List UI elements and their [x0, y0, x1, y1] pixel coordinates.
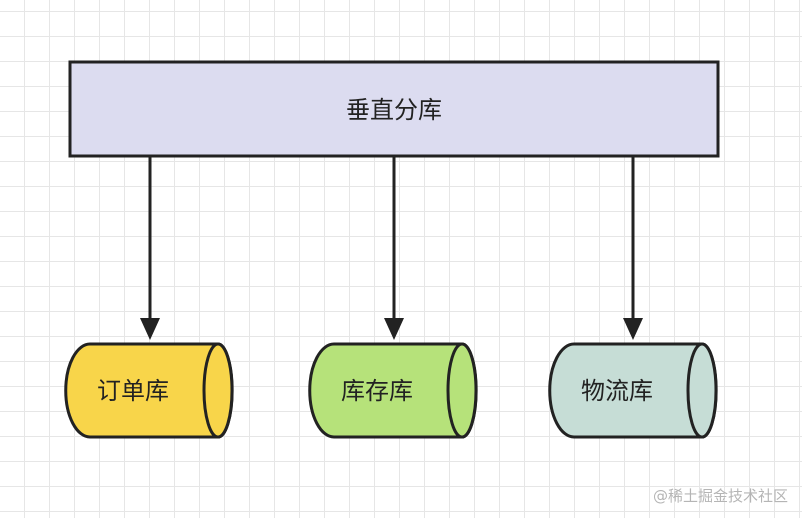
vertical-sharding-label: 垂直分库	[346, 96, 442, 124]
logistics-db-label: 物流库	[581, 377, 653, 405]
stock-db: 库存库	[308, 342, 478, 439]
watermark: @稀土掘金技术社区	[652, 487, 788, 505]
order-db-label: 订单库	[97, 377, 169, 405]
arrow-to-logistics-db	[623, 156, 643, 340]
logistics-db: 物流库	[548, 342, 718, 439]
vertical-sharding-box: 垂直分库	[68, 60, 720, 158]
arrow-to-stock-db	[384, 156, 404, 340]
order-db: 订单库	[64, 342, 234, 439]
arrow-to-order-db	[140, 156, 160, 340]
stock-db-label: 库存库	[341, 377, 413, 405]
